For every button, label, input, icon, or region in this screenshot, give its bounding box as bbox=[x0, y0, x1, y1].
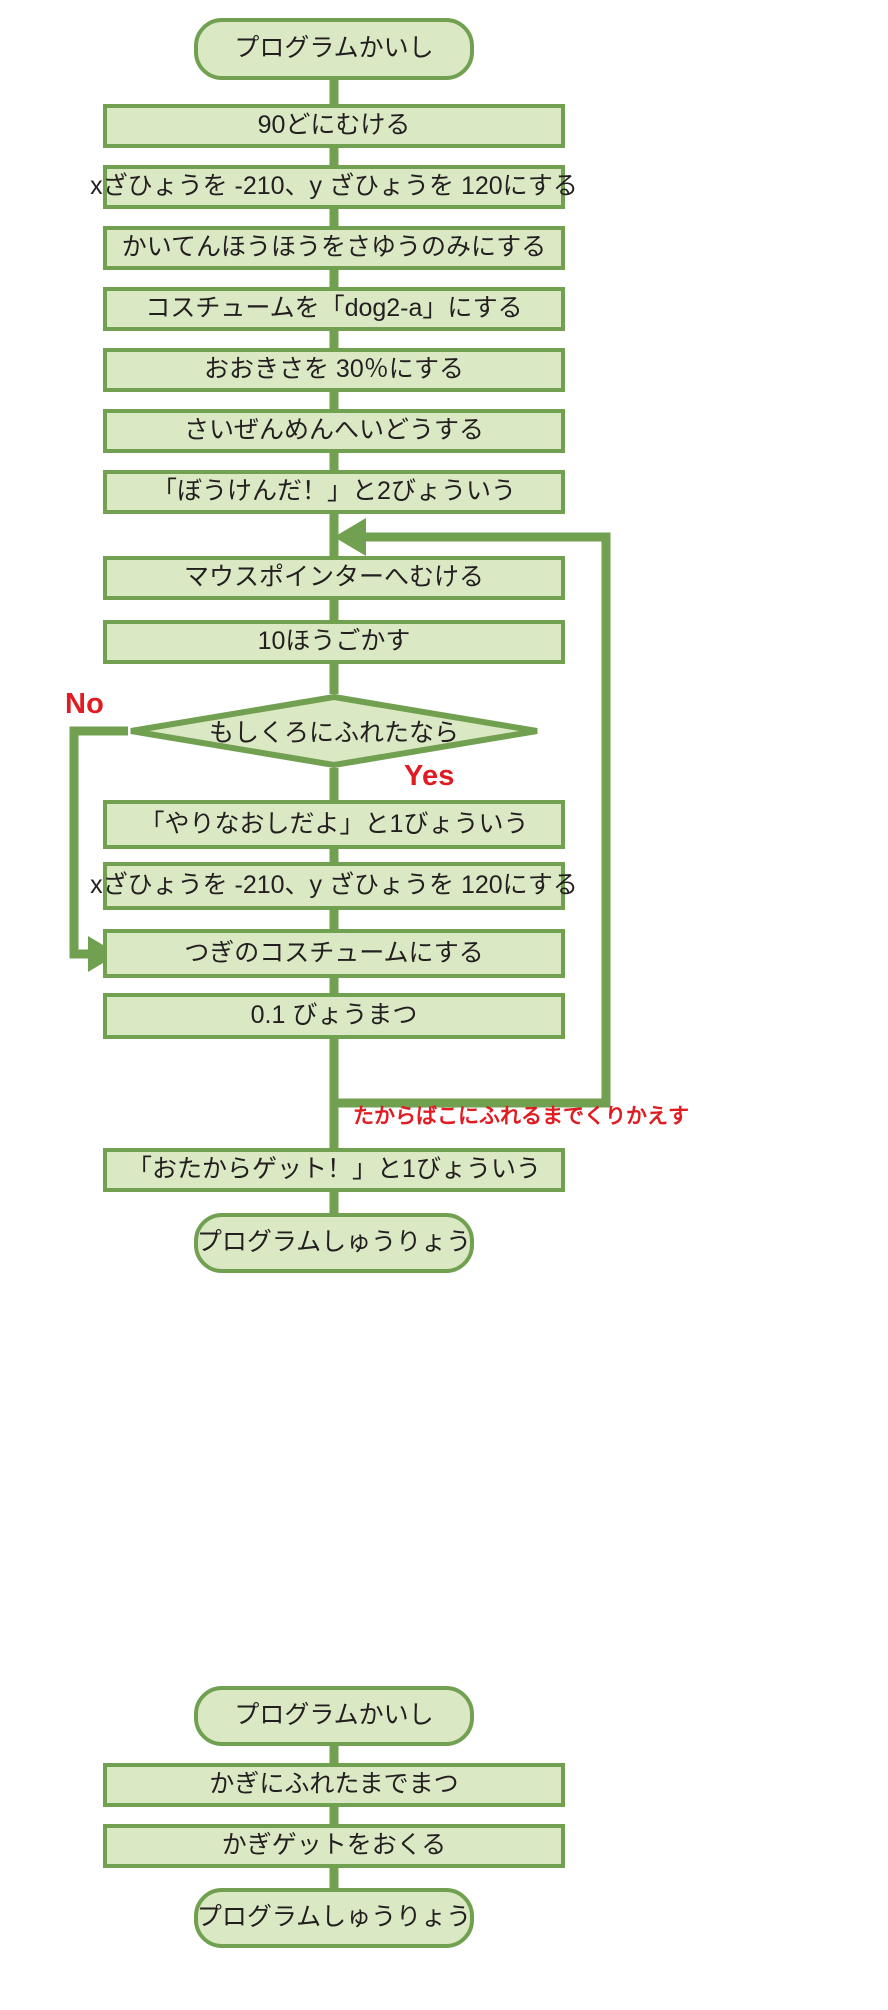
node-set-rotation-style[interactable]: かいてんほうほうをさゆうのみにする bbox=[103, 226, 565, 270]
node-label: 0.1 びょうまつ bbox=[250, 1001, 418, 1030]
node-label: おおきさを 30％にする bbox=[203, 355, 464, 384]
node-switch-costume[interactable]: コスチュームを「dog2-a」にする bbox=[103, 287, 565, 331]
node-say-adventure[interactable]: 「ぼうけんだ！」と2びょういう bbox=[103, 470, 565, 514]
node-program-end-1[interactable]: プログラムしゅうりょう bbox=[194, 1213, 474, 1273]
node-move-10-steps[interactable]: 10ほうごかす bbox=[103, 620, 565, 664]
node-label: コスチュームを「dog2-a」にする bbox=[145, 294, 523, 323]
node-decision-touching-black[interactable]: もしくろにふれたなら bbox=[128, 694, 540, 768]
node-program-start-2[interactable]: プログラムかいし bbox=[194, 1686, 474, 1746]
node-program-start-1[interactable]: プログラムかいし bbox=[194, 18, 474, 80]
node-label: 90どにむける bbox=[257, 111, 411, 140]
node-label: xざひょうを -210、y ざひょうを 120にする bbox=[90, 172, 578, 201]
node-label: プログラムしゅうりょう bbox=[196, 1228, 472, 1257]
node-wait-until-touching-key[interactable]: かぎにふれたまでまつ bbox=[103, 1763, 565, 1807]
node-broadcast-key-get[interactable]: かぎゲットをおくる bbox=[103, 1824, 565, 1868]
node-set-xy-2[interactable]: xざひょうを -210、y ざひょうを 120にする bbox=[90, 862, 578, 910]
node-label: かぎにふれたまでまつ bbox=[209, 1770, 459, 1799]
node-label: もしくろにふれたなら bbox=[208, 719, 459, 747]
node-program-end-2[interactable]: プログラムしゅうりょう bbox=[194, 1888, 474, 1948]
branch-label-yes: Yes bbox=[404, 760, 455, 792]
node-next-costume[interactable]: つぎのコスチュームにする bbox=[103, 929, 565, 978]
node-label: xざひょうを -210、y ざひょうを 120にする bbox=[90, 871, 578, 900]
node-point-90-degrees[interactable]: 90どにむける bbox=[103, 104, 565, 148]
node-label: かいてんほうほうをさゆうのみにする bbox=[121, 233, 547, 262]
loop-note-repeat-until-treasure: たからばこにふれるまでくりかえす bbox=[353, 1105, 689, 1128]
node-say-treasure-get[interactable]: 「おたからゲット！」と1びょういう bbox=[103, 1148, 565, 1192]
node-label: プログラムしゅうりょう bbox=[196, 1903, 472, 1932]
branch-label-no: No bbox=[65, 688, 105, 720]
node-wait-0-1-second[interactable]: 0.1 びょうまつ bbox=[103, 993, 565, 1039]
node-label: 「ぼうけんだ！」と2びょういう bbox=[152, 477, 516, 506]
node-set-xy-1[interactable]: xざひょうを -210、y ざひょうを 120にする bbox=[90, 165, 578, 209]
node-label: マウスポインターへむける bbox=[183, 563, 484, 592]
node-label: つぎのコスチュームにする bbox=[184, 938, 484, 967]
node-label: 「やりなおしだよ」と1びょういう bbox=[139, 809, 529, 838]
node-label: 10ほうごかす bbox=[257, 627, 411, 656]
node-set-size[interactable]: おおきさを 30％にする bbox=[103, 348, 565, 392]
node-label: さいぜんめんへいどうする bbox=[183, 416, 484, 445]
node-say-retry[interactable]: 「やりなおしだよ」と1びょういう bbox=[103, 800, 565, 849]
node-point-towards-mouse[interactable]: マウスポインターへむける bbox=[103, 556, 565, 600]
node-label: 「おたからゲット！」と1びょういう bbox=[127, 1155, 541, 1184]
node-go-to-front[interactable]: さいぜんめんへいどうする bbox=[103, 409, 565, 453]
node-label: プログラムかいし bbox=[234, 34, 434, 63]
node-label: かぎゲットをおくる bbox=[221, 1831, 447, 1860]
node-label: プログラムかいし bbox=[234, 1701, 434, 1730]
